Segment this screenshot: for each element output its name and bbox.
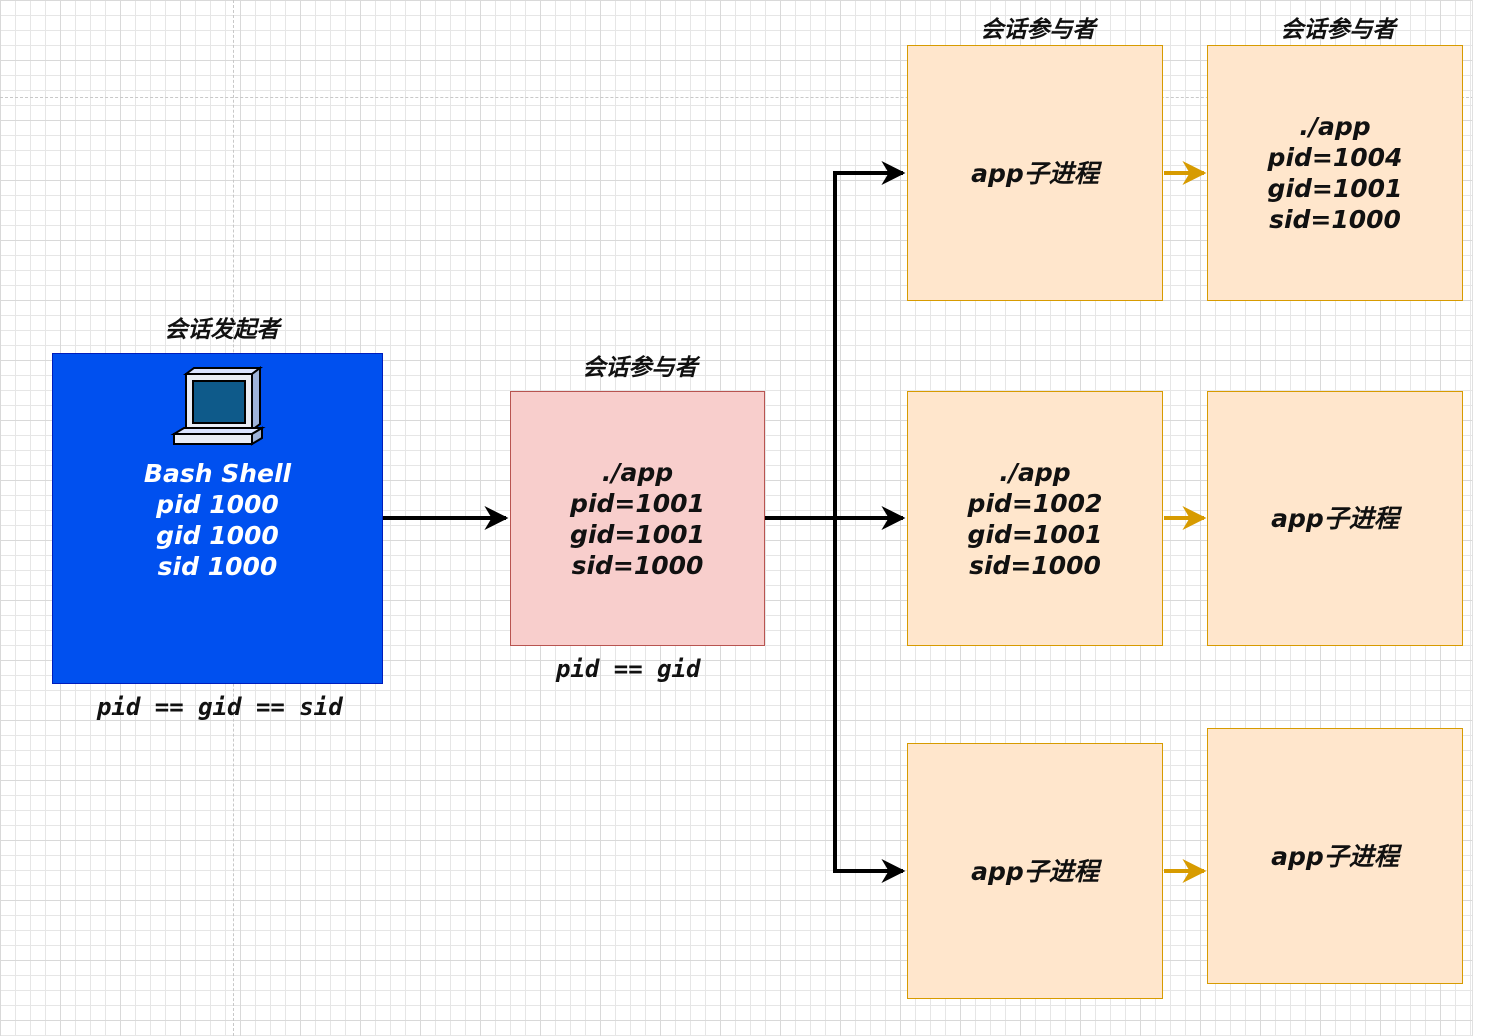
child-line: gid=1001	[967, 519, 1103, 549]
child-box-mid-right: app子进程	[1207, 391, 1463, 646]
child-line: gid=1001	[1267, 174, 1403, 203]
participant-line: sid=1000	[571, 550, 704, 580]
child-line: pid=1002	[967, 488, 1103, 518]
participant-line: pid=1001	[570, 488, 705, 518]
initiator-line: Bash Shell	[143, 459, 292, 488]
top-right-caption: 会话参与者	[1280, 17, 1396, 43]
top-left-caption: 会话参与者	[980, 17, 1096, 43]
initiator-label: Bash Shell pid 1000 gid 1000 sid 1000	[144, 458, 291, 582]
child-line: ./app	[999, 457, 1071, 487]
child-box-top-right: ./app pid=1004 gid=1001 sid=1000	[1207, 45, 1463, 301]
participant-box: ./app pid=1001 gid=1001 sid=1000	[510, 391, 765, 646]
child-line: pid=1004	[1267, 143, 1403, 172]
arrow-participant-to-top-child	[833, 161, 906, 518]
initiator-line: sid 1000	[157, 552, 278, 581]
child-box-bottom-left: app子进程	[907, 743, 1163, 999]
child-line: app子进程	[1271, 504, 1399, 533]
participant-note: pid == gid	[556, 655, 701, 683]
guide-line-horizontal	[0, 97, 1489, 98]
initiator-box: Bash Shell pid 1000 gid 1000 sid 1000	[52, 353, 383, 684]
child-box-top-left: app子进程	[907, 45, 1163, 301]
initiator-caption: 会话发起者	[164, 317, 280, 343]
child-line: ./app	[1299, 112, 1371, 141]
child-line: sid=1000	[969, 550, 1101, 580]
child-box-mid-left: ./app pid=1002 gid=1001 sid=1000	[907, 391, 1163, 646]
participant-line: ./app	[601, 457, 674, 487]
child-line: app子进程	[1271, 841, 1399, 871]
participant-line: gid=1001	[570, 519, 705, 549]
page-edge	[1472, 0, 1489, 1036]
child-line: app子进程	[971, 158, 1099, 188]
arrow-participant-to-bottom-child	[833, 518, 906, 883]
child-box-bottom-right: app子进程	[1207, 728, 1463, 984]
participant-caption: 会话参与者	[582, 355, 698, 381]
initiator-note: pid == gid == sid	[97, 693, 343, 721]
child-line: sid=1000	[1269, 205, 1401, 234]
initiator-line: pid 1000	[156, 490, 279, 519]
child-line: app子进程	[971, 856, 1099, 886]
computer-terminal-icon	[169, 366, 266, 446]
initiator-line: gid 1000	[156, 521, 279, 550]
